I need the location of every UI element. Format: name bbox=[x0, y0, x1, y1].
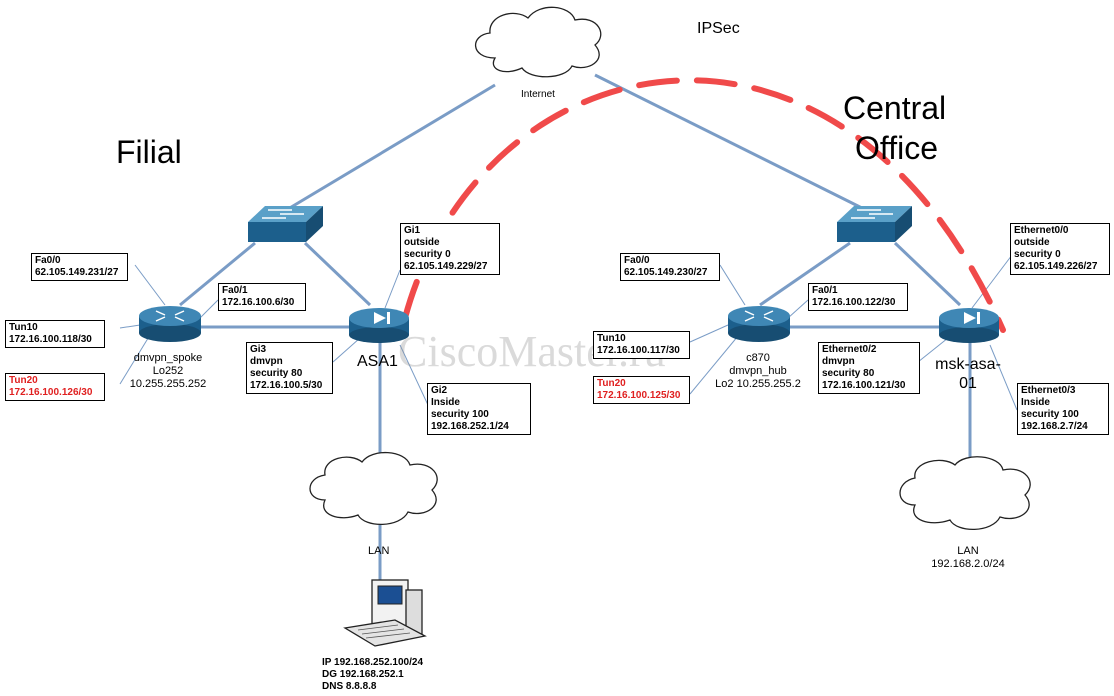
link-internet-right-switch bbox=[594, 73, 871, 214]
internet-cloud bbox=[474, 6, 602, 78]
central-title-line1: Central bbox=[843, 90, 947, 126]
link-right-switch-asa bbox=[893, 241, 962, 307]
right-router-icon bbox=[728, 306, 790, 342]
left-lan-cloud bbox=[309, 451, 438, 526]
left-router-icon bbox=[139, 306, 201, 342]
left-asa-icon bbox=[349, 308, 409, 343]
link-right-switch-router bbox=[759, 241, 851, 307]
right-switch-icon bbox=[837, 206, 912, 242]
right-lan-cloud bbox=[899, 456, 1031, 531]
filial-title: Filial bbox=[116, 134, 182, 170]
ipsec-label: IPSec bbox=[697, 20, 740, 37]
right-asa-name: msk-asa-01 bbox=[935, 356, 1001, 392]
central-title-line2: Office bbox=[855, 130, 938, 166]
internet-label: Internet bbox=[521, 89, 555, 100]
link-internet-left-switch bbox=[282, 83, 496, 214]
link-left-switch-router bbox=[179, 241, 256, 307]
links bbox=[179, 73, 972, 585]
link-left-switch-asa bbox=[303, 241, 372, 307]
left-switch-icon bbox=[248, 206, 323, 242]
pc-icon bbox=[343, 579, 427, 647]
leader-lines bbox=[119, 254, 1018, 411]
right-asa-icon bbox=[939, 308, 999, 343]
left-asa-name: ASA1 bbox=[357, 353, 398, 370]
ipsec-tunnel bbox=[402, 77, 1006, 333]
left-lan-label: LAN bbox=[368, 545, 390, 557]
